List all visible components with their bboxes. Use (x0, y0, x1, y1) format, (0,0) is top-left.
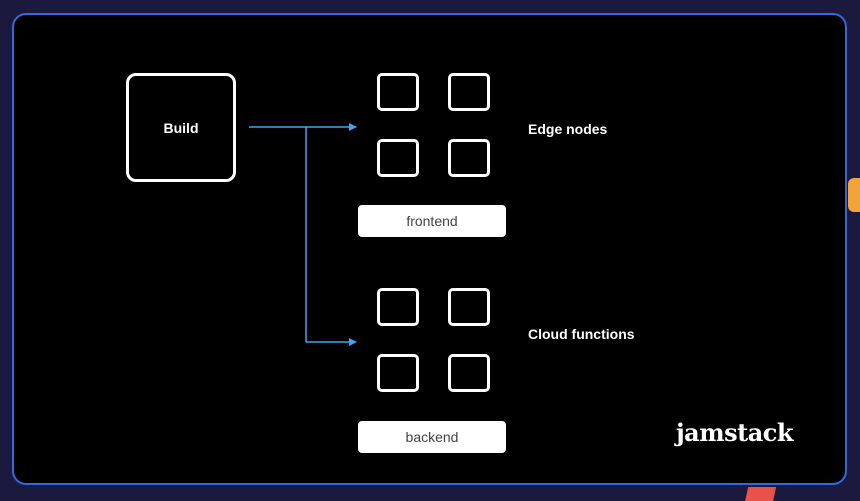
cloud-function-node (448, 288, 490, 326)
cloud-functions-label: Cloud functions (528, 326, 635, 342)
slide-canvas (12, 13, 847, 485)
background-accent-orange (848, 178, 860, 212)
jamstack-logo: jamstack (676, 418, 794, 447)
edge-node (377, 139, 419, 177)
build-box: Build (126, 73, 236, 182)
cloud-function-node (448, 354, 490, 392)
edge-node (377, 73, 419, 111)
frontend-pill: frontend (358, 205, 506, 237)
backend-pill: backend (358, 421, 506, 453)
edge-node (448, 139, 490, 177)
cloud-function-node (377, 288, 419, 326)
edge-node (448, 73, 490, 111)
cloud-function-node (377, 354, 419, 392)
build-label: Build (163, 119, 199, 136)
edge-nodes-label: Edge nodes (528, 121, 608, 137)
